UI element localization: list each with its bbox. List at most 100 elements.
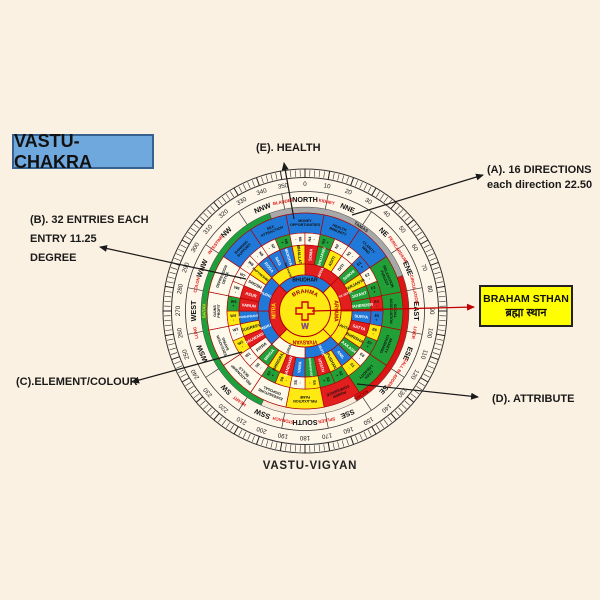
svg-text:100: 100 <box>425 327 434 339</box>
svg-text:250: 250 <box>181 348 191 361</box>
svg-text:ASUR: ASUR <box>245 291 258 299</box>
svg-text:50: 50 <box>397 225 407 235</box>
title-box: VASTU-CHAKRA <box>12 131 154 172</box>
svg-text:LIVER: LIVER <box>410 326 418 340</box>
page-title: VASTU-CHAKRA <box>14 130 92 172</box>
svg-text:260: 260 <box>176 327 185 339</box>
svg-text:ANIL: ANIL <box>336 349 346 360</box>
svg-text:W5+: W5+ <box>230 300 236 309</box>
svg-text:MAHENDER: MAHENDER <box>349 302 373 309</box>
braham-sthan-hindi: ब्रह्मा स्थान <box>505 306 547 319</box>
svg-text:PITRA: PITRA <box>255 341 268 353</box>
svg-text:160: 160 <box>342 425 355 435</box>
svg-text:W7-: W7- <box>237 272 246 282</box>
svg-text:W1-: W1- <box>245 352 255 362</box>
svg-text:N7-: N7- <box>266 243 276 251</box>
svg-text:200: 200 <box>255 425 268 435</box>
svg-text:WEST: WEST <box>189 300 198 321</box>
svg-text:S7+: S7+ <box>266 371 275 379</box>
svg-text:10: 10 <box>323 182 332 190</box>
svg-text:S3+: S3+ <box>321 376 330 383</box>
svg-text:SUGREEV: SUGREEV <box>241 322 262 333</box>
svg-text:COLON: COLON <box>192 277 200 293</box>
svg-text:180: 180 <box>299 434 310 441</box>
svg-text:VITATH: VITATH <box>317 358 326 373</box>
svg-text:NORTH: NORTH <box>292 195 318 204</box>
annotation-arrow <box>356 383 479 400</box>
svg-text:W2-: W2- <box>237 340 246 350</box>
svg-text:JAYANT: JAYANT <box>351 290 368 299</box>
svg-text:APHA: APHA <box>317 267 325 279</box>
svg-text:S6-: S6- <box>280 376 289 383</box>
footer-caption: VASTU-VIGYAN <box>262 460 358 472</box>
braham-sthan-box: BRAHAM STHAN ब्रह्मा स्थान <box>479 285 573 327</box>
svg-text:BHALLAT: BHALLAT <box>296 245 303 265</box>
svg-text:ARYAMA: ARYAMA <box>333 300 339 322</box>
svg-text:190: 190 <box>277 431 289 440</box>
svg-text:90: 90 <box>428 308 435 315</box>
svg-text:N5-: N5- <box>294 237 303 243</box>
svg-text:110: 110 <box>419 348 429 360</box>
svg-text:W3-: W3- <box>232 327 240 336</box>
center-trident-icon: W <box>301 322 309 331</box>
svg-text:BLADDER: BLADDER <box>272 197 294 206</box>
svg-text:PUSHPDANT: PUSHPDANT <box>239 314 259 320</box>
svg-text:S1-: S1- <box>346 362 355 371</box>
svg-text:INDRA: INDRA <box>260 323 273 331</box>
svg-text:70: 70 <box>419 263 428 272</box>
svg-text:KIDNEY: KIDNEY <box>318 198 335 206</box>
svg-text:80: 80 <box>426 285 434 294</box>
svg-text:S4-: S4- <box>308 380 317 386</box>
svg-text:SURYA: SURYA <box>354 313 368 319</box>
svg-text:GAINSPROFIT: GAINSPROFIT <box>213 303 221 317</box>
svg-text:270: 270 <box>175 305 182 316</box>
svg-text:S2+: S2+ <box>334 371 343 379</box>
annotation-arrow <box>99 245 247 280</box>
svg-text:W4-: W4- <box>230 314 237 323</box>
svg-text:GRIHKSHAT: GRIHKSHAT <box>308 358 314 377</box>
svg-text:N6+: N6+ <box>279 239 288 246</box>
svg-text:N2-: N2- <box>334 243 344 251</box>
annotation-health: (E). HEALTH <box>256 142 321 154</box>
svg-text:SAVITR: SAVITR <box>316 342 325 356</box>
svg-text:EAST: EAST <box>412 301 421 321</box>
svg-text:BHUJANG: BHUJANG <box>316 247 327 268</box>
svg-text:290: 290 <box>181 261 191 274</box>
svg-text:ANXIETYCHURNING: ANXIETYCHURNING <box>379 334 394 356</box>
svg-text:330: 330 <box>236 196 249 208</box>
svg-text:SOMA: SOMA <box>307 248 313 261</box>
svg-text:S8-: S8- <box>255 362 264 371</box>
svg-text:ADITI: ADITI <box>327 255 336 267</box>
svg-text:SATYA: SATYA <box>352 323 366 332</box>
svg-text:30: 30 <box>364 197 374 207</box>
svg-text:STOMACH: STOMACH <box>272 416 294 425</box>
svg-text:240: 240 <box>190 368 202 381</box>
svg-text:340: 340 <box>256 187 269 197</box>
svg-text:W6-: W6- <box>232 285 240 294</box>
svg-text:N4-: N4- <box>308 236 317 243</box>
annotation-arrow <box>351 173 484 216</box>
svg-text:170: 170 <box>321 431 333 440</box>
svg-text:N8-: N8- <box>255 251 264 260</box>
svg-text:20: 20 <box>344 188 353 197</box>
svg-text:BRAHMA: BRAHMA <box>291 289 319 299</box>
svg-text:HEALTHIMMUNITY: HEALTHIMMUNITY <box>329 222 349 237</box>
svg-text:E5+: E5+ <box>374 314 379 323</box>
svg-text:N3+: N3+ <box>321 239 330 246</box>
svg-text:VARUN: VARUN <box>241 302 256 308</box>
braham-sthan-label: BRAHAM STHAN <box>483 292 569 305</box>
svg-text:APHA VATSA: APHA VATSA <box>334 289 354 300</box>
svg-text:E8-: E8- <box>356 352 365 361</box>
svg-text:E7+: E7+ <box>365 340 373 349</box>
svg-text:LUNG: LUNG <box>192 326 199 340</box>
svg-text:SPLEEN: SPLEEN <box>318 416 336 424</box>
svg-text:E2-: E2- <box>365 272 373 281</box>
svg-text:VIVASVAN: VIVASVAN <box>292 339 317 345</box>
annotation-attribute: (D). ATTRIBUTE <box>492 393 575 405</box>
svg-text:GANDHARV: GANDHARV <box>283 353 295 377</box>
svg-text:ROGA: ROGA <box>263 261 275 274</box>
